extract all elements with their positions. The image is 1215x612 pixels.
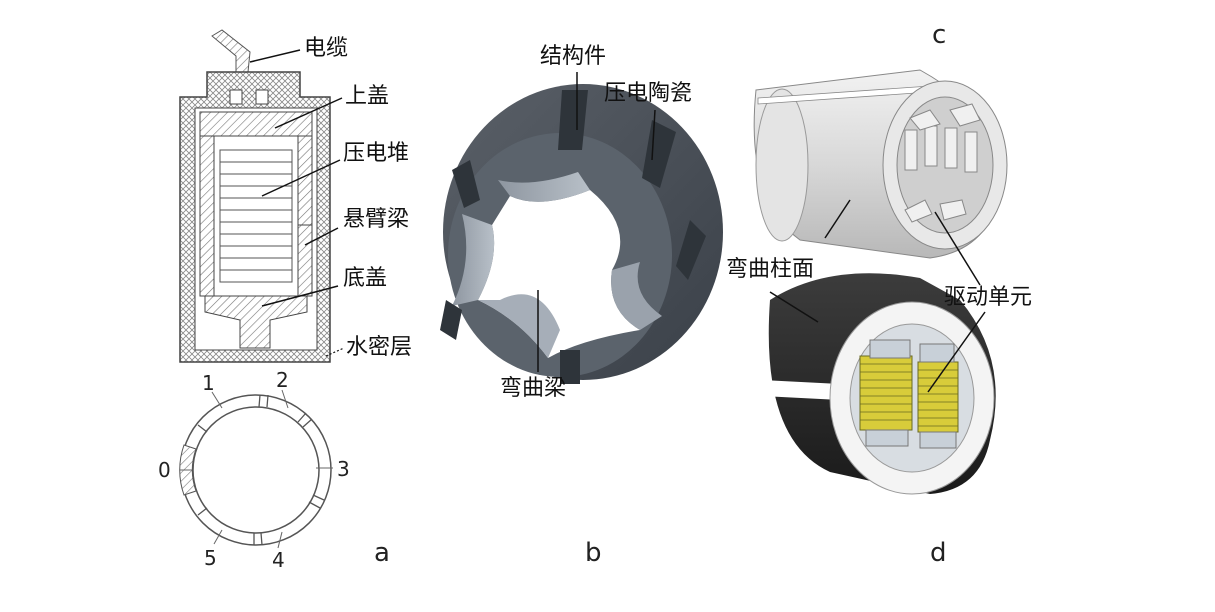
leader-top-cover xyxy=(274,97,343,129)
label-curved-surface: 弯曲柱面 xyxy=(726,257,815,282)
ring-number-1: 1 xyxy=(202,371,215,395)
ring-number-2: 2 xyxy=(276,368,289,392)
segment-ring xyxy=(179,389,333,549)
panel-letter-d: d xyxy=(930,538,947,568)
label-piezo-ceramic: 压电陶瓷 xyxy=(604,81,693,106)
structural-strips xyxy=(440,90,706,384)
leader-piezo-stack xyxy=(261,159,341,197)
cable-shape xyxy=(211,29,251,73)
ring-number-0: 0 xyxy=(158,458,171,482)
leader-bottom-cover xyxy=(261,285,339,307)
inner-wall-right xyxy=(297,135,313,297)
leader-cable xyxy=(249,49,301,63)
leader-piezo-ceramic xyxy=(651,109,656,161)
bottom-cover-shape xyxy=(204,295,308,349)
leader-drive-unit-d xyxy=(927,311,986,393)
curved-beam-top xyxy=(498,172,590,202)
ring-number-5: 5 xyxy=(204,546,217,570)
panel-letter-c: c xyxy=(932,20,947,50)
curved-beam-left xyxy=(452,214,495,306)
panel-letter-b: b xyxy=(585,538,602,568)
panel-c-cylinder xyxy=(753,69,1008,286)
label-cable: 电缆 xyxy=(304,36,349,61)
label-piezo-stack: 压电堆 xyxy=(343,141,410,166)
ring-number-4: 4 xyxy=(272,548,285,572)
curved-beam-bottom xyxy=(478,294,560,358)
label-drive-unit: 驱动单元 xyxy=(944,285,1033,310)
connector-right xyxy=(255,89,269,105)
leader-watertight xyxy=(325,347,345,357)
label-structural-part: 结构件 xyxy=(540,44,607,69)
curved-beam-right xyxy=(611,262,662,330)
panel-a-section xyxy=(179,29,345,363)
panel-b-ring xyxy=(440,72,723,384)
label-curved-beam: 弯曲梁 xyxy=(500,376,567,401)
label-watertight-layer: 水密层 xyxy=(346,335,413,360)
piezo-stack-plates xyxy=(219,149,293,283)
leader-drive-unit-c xyxy=(934,211,981,286)
panel-letter-a: a xyxy=(374,538,390,568)
leader-curved-surface-d xyxy=(769,291,819,323)
label-bottom-cover: 底盖 xyxy=(343,266,388,291)
inner-wall-left xyxy=(199,135,215,297)
leader-curved-surface-c xyxy=(824,199,851,239)
piezo-yellow-stacks xyxy=(859,339,959,449)
panel-d-cylinder xyxy=(762,273,996,495)
leader-cantilever xyxy=(304,227,339,246)
label-top-cover: 上盖 xyxy=(345,84,390,109)
connector-left xyxy=(229,89,243,105)
label-cantilever: 悬臂梁 xyxy=(343,207,410,232)
ring-number-3: 3 xyxy=(337,457,350,481)
top-cover-shape xyxy=(199,111,313,137)
